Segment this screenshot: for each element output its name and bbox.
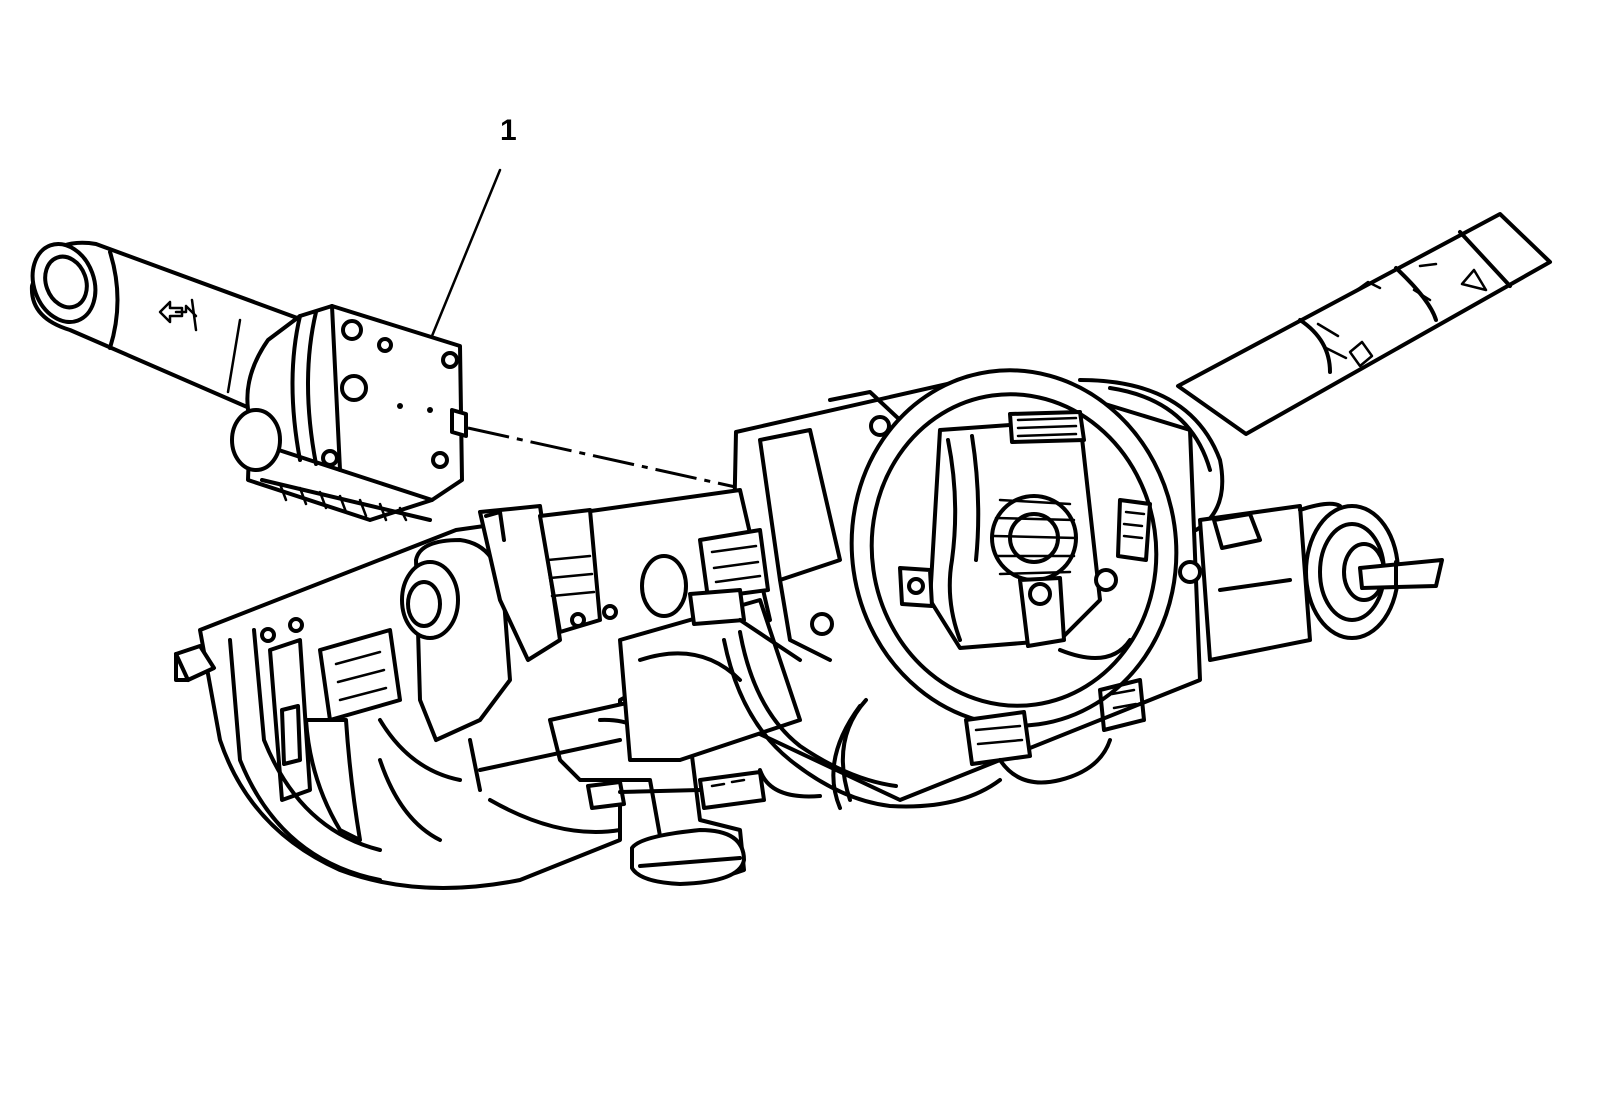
wiper-lever — [1176, 212, 1552, 436]
tilt-pivot-assembly — [400, 504, 618, 742]
wiring-harness — [586, 630, 1146, 810]
alignment-line — [467, 426, 741, 490]
callout-number-1: 1 — [500, 114, 517, 147]
clockspring — [849, 368, 1179, 728]
callout-leader — [430, 168, 502, 338]
turn-signal-multifunction-switch — [230, 304, 468, 522]
lower-rail — [378, 718, 622, 842]
ignition-lock — [1198, 501, 1444, 662]
